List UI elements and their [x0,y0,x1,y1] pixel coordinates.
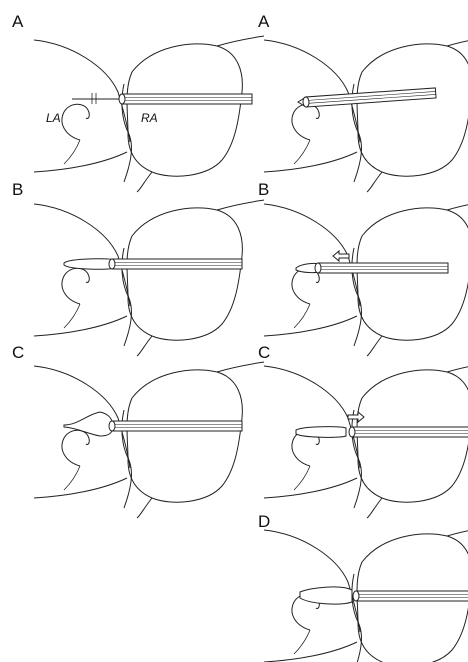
panel-d-right: D [258,512,468,662]
right-atrium-label: RA [141,111,158,125]
panel-b-right: B [258,180,468,356]
panel-a-right: A [258,12,468,192]
sheath [109,259,242,269]
panel-label: C [12,343,24,362]
panel-label: B [12,180,23,199]
sheath [303,88,436,107]
balloon-at-septum [300,587,352,604]
inflated-balloon [64,412,114,436]
sheath [349,427,468,437]
sheath [353,591,468,601]
sheath [315,263,448,273]
deflated-balloon [64,259,114,269]
panel-a-left: A LA RA [12,12,264,192]
panel-label: B [258,180,269,199]
panel-b-left: B [12,180,264,356]
needle [72,93,125,104]
balloon-left-side [296,427,346,438]
panel-label: C [258,343,270,362]
hollow-arrow-right-icon [348,412,364,422]
sheath [109,421,242,431]
panel-c-right: C [258,343,468,518]
panel-label: D [258,512,270,531]
panel-label: A [12,12,24,31]
sheath [119,94,252,104]
left-atrium-label: LA [46,111,61,125]
panel-c-left: C [12,343,264,518]
panel-label: A [258,12,270,31]
